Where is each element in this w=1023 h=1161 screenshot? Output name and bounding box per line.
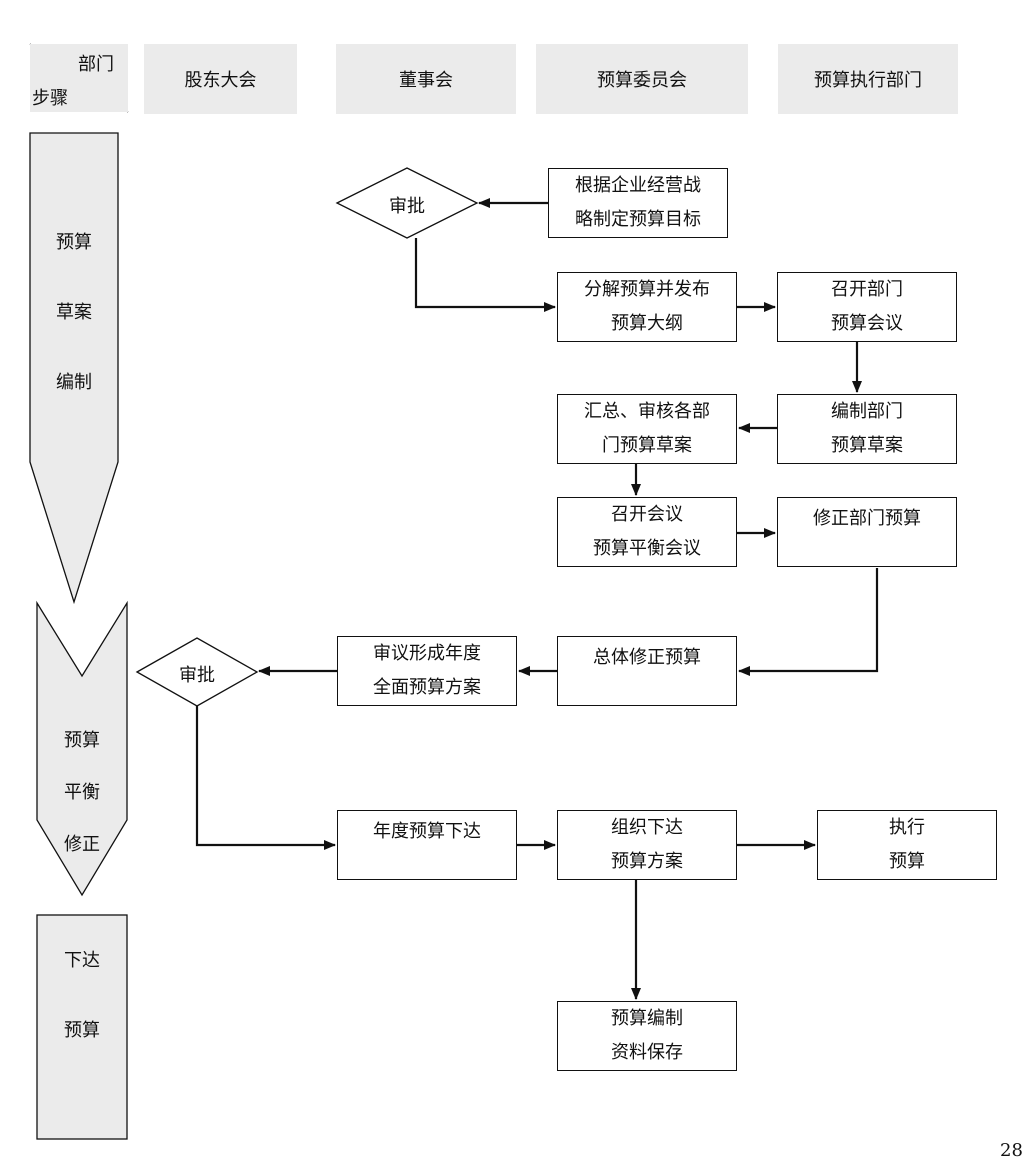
node-annual-plan: 审议形成年度 全面预算方案: [337, 636, 517, 706]
node-annual-plan-line-1: 审议形成年度: [373, 643, 481, 664]
node-archive-line-1: 预算编制: [611, 1008, 683, 1029]
node-execute-line-2: 预算: [889, 851, 925, 872]
node-annual-issue-line-1: 年度预算下达: [373, 821, 481, 842]
node-dept-meeting-line-1: 召开部门: [831, 279, 903, 300]
node-set-target-line-2: 略制定预算目标: [575, 209, 701, 230]
header-corner: 部门 步骤: [30, 44, 128, 112]
node-annual-issue: 年度预算下达: [337, 810, 517, 880]
node-summarize-line-2: 门预算草案: [602, 435, 692, 456]
node-organize-issue-line-1: 组织下达: [611, 817, 683, 838]
stage-balance-line-3: 修正: [64, 834, 100, 855]
node-dept-draft: 编制部门 预算草案: [777, 394, 957, 464]
node-overall-revise-line-1: 总体修正预算: [593, 647, 701, 668]
node-set-target-line-1: 根据企业经营战: [575, 175, 701, 196]
node-organize-issue-line-2: 预算方案: [611, 851, 683, 872]
column-header-executors: 预算执行部门: [778, 44, 958, 114]
stage-balance-line-1: 预算: [64, 730, 100, 751]
node-dept-draft-line-2: 预算草案: [831, 435, 903, 456]
approve-board-diamond: [335, 167, 479, 239]
node-summarize: 汇总、审核各部 门预算草案: [557, 394, 737, 464]
node-revise-dept: 修正部门预算: [777, 497, 957, 567]
node-balance-meeting-line-2: 预算平衡会议: [593, 538, 701, 559]
stage-issue-line-2: 预算: [64, 1020, 100, 1041]
node-execute-line-1: 执行: [889, 817, 925, 838]
node-execute: 执行 预算: [817, 810, 997, 880]
node-dept-draft-line-1: 编制部门: [831, 401, 903, 422]
node-summarize-line-1: 汇总、审核各部: [584, 401, 710, 422]
node-dept-meeting-line-2: 预算会议: [831, 313, 903, 334]
approve-shareholders-diamond: [135, 637, 259, 707]
approve-shareholders-label: 审批: [179, 665, 215, 686]
stage-draft-line-2: 草案: [56, 302, 92, 323]
node-decompose-line-2: 预算大纲: [611, 313, 683, 334]
stage-shape-balance: [36, 600, 128, 897]
node-organize-issue: 组织下达 预算方案: [557, 810, 737, 880]
approve-board-label: 审批: [389, 196, 425, 217]
page-number: 28: [1000, 1140, 1023, 1161]
node-annual-plan-line-2: 全面预算方案: [373, 677, 481, 698]
node-revise-dept-line-1: 修正部门预算: [813, 508, 921, 529]
arrow-approve-to-decompose: [414, 238, 556, 312]
arrow-approve-to-issue: [195, 706, 336, 850]
arrow-revise-to-overall: [738, 568, 879, 676]
stage-shape-draft: [29, 132, 119, 605]
stage-balance-line-2: 平衡: [64, 782, 100, 803]
stage-shape-issue: [36, 914, 128, 1140]
node-dept-meeting: 召开部门 预算会议: [777, 272, 957, 342]
node-decompose: 分解预算并发布 预算大纲: [557, 272, 737, 342]
node-balance-meeting-line-1: 召开会议: [611, 504, 683, 525]
column-header-committee: 预算委员会: [536, 44, 748, 114]
column-header-board: 董事会: [336, 44, 516, 114]
node-set-target: 根据企业经营战 略制定预算目标: [548, 168, 728, 238]
node-balance-meeting: 召开会议 预算平衡会议: [557, 497, 737, 567]
header-corner-department: 部门: [78, 54, 114, 75]
header-corner-step: 步骤: [32, 88, 68, 109]
node-decompose-line-1: 分解预算并发布: [584, 279, 710, 300]
stage-draft-line-1: 预算: [56, 232, 92, 253]
column-header-shareholders: 股东大会: [144, 44, 297, 114]
node-archive: 预算编制 资料保存: [557, 1001, 737, 1071]
node-overall-revise: 总体修正预算: [557, 636, 737, 706]
stage-draft-line-3: 编制: [56, 372, 92, 393]
node-archive-line-2: 资料保存: [611, 1042, 683, 1063]
stage-issue-line-1: 下达: [64, 950, 100, 971]
